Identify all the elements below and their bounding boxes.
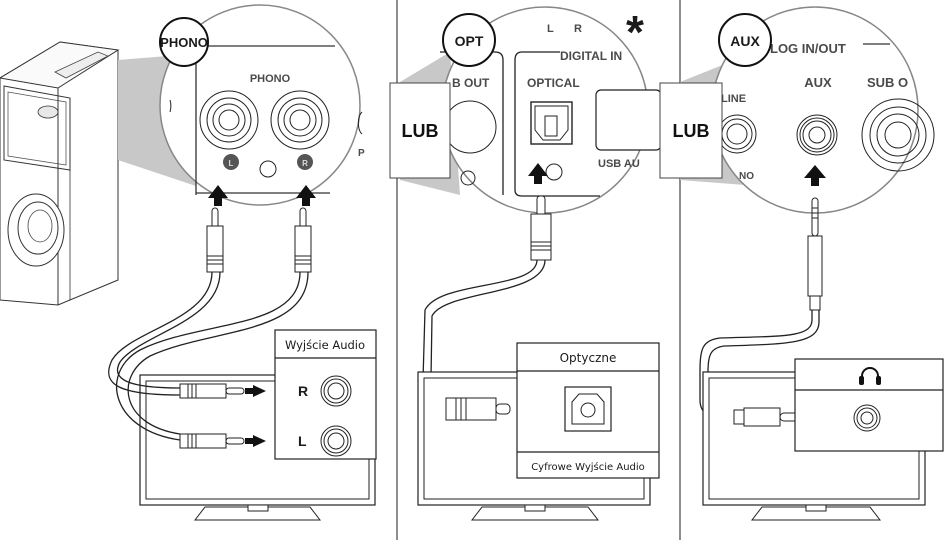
aux-plug <box>807 197 823 311</box>
label-aux: AUX <box>804 75 832 90</box>
label-sub-out: B OUT <box>452 76 490 90</box>
up-arrow-icon <box>528 163 548 184</box>
badge-circle <box>442 13 496 67</box>
optical-output-box: Optyczne Cyfrowe Wyjście Audio <box>516 342 660 479</box>
optical-output-port <box>564 386 612 432</box>
audio-output-box: Wyjście Audio R L <box>274 329 377 460</box>
label-top-r: R <box>574 23 582 35</box>
label-usb-audio: USB AU <box>598 158 640 170</box>
panel-aux: LOG IN/OUT LINE AUX SUB O NO AUX LUB <box>659 6 944 521</box>
jack-label-l: L <box>229 159 234 168</box>
right-arrow-icon <box>245 435 266 447</box>
headphone-output-box <box>794 358 944 452</box>
optical-plug-tv <box>445 397 511 421</box>
rca-output-jack-l <box>320 425 352 457</box>
rca-plug-left <box>206 207 224 273</box>
optical-port <box>530 101 573 145</box>
badge-opt: OPT <box>455 33 484 49</box>
audio-output-title: Wyjście Audio <box>285 338 365 352</box>
rca-jack-left <box>199 90 259 150</box>
badge-circle <box>718 13 772 67</box>
badge-aux: AUX <box>730 33 760 49</box>
badge-phono: PHONO <box>160 35 208 50</box>
optical-output-title: Optyczne <box>560 351 617 365</box>
asterisk-note: * <box>626 6 644 58</box>
label-mono-partial: NO <box>739 171 754 182</box>
rca-jack-right <box>270 90 330 150</box>
panel-phono: PHONO L R P PHONO <box>0 4 377 521</box>
rca-plug-r-tv <box>179 383 245 399</box>
label-analog-in-out: LOG IN/OUT <box>770 41 846 56</box>
label-optical: OPTICAL <box>527 76 580 90</box>
panel-label-phono: PHONO <box>250 73 291 85</box>
up-arrow-icon <box>208 185 228 206</box>
jack-label-r: R <box>302 159 308 168</box>
or-separator-label: LUB <box>673 121 710 141</box>
aux-jack <box>796 114 838 156</box>
right-arrow-icon <box>245 385 266 397</box>
or-separator-label: LUB <box>402 121 439 141</box>
rca-output-jack-r <box>320 375 352 407</box>
badge-circle <box>159 17 209 67</box>
or-separator-box <box>659 82 723 179</box>
optical-output-footer: Cyfrowe Wyjście Audio <box>531 461 645 473</box>
optical-plug <box>530 195 552 261</box>
or-separator-box <box>389 82 451 179</box>
output-label-l: L <box>298 433 307 449</box>
up-arrow-icon <box>296 185 316 206</box>
label-top-l: L <box>547 23 554 35</box>
magnifier-circle <box>159 4 361 206</box>
jack-label-dot-right <box>297 154 313 170</box>
rca-plug-right <box>294 207 312 273</box>
up-arrow-icon <box>804 165 826 186</box>
output-label-r: R <box>298 383 308 399</box>
headphone-output-jack <box>853 404 881 432</box>
label-line: LINE <box>721 93 746 105</box>
headphones-icon <box>859 367 881 385</box>
jack-label-dot-left <box>223 154 239 170</box>
rca-plug-l-tv <box>179 433 245 449</box>
label-sub-out: SUB O <box>867 75 908 90</box>
speaker-illustration <box>0 41 120 306</box>
sub-out-jack <box>861 98 935 172</box>
label-digital-in: DIGITAL IN <box>560 49 622 63</box>
panel-optical: B OUT DIGITAL IN OPTICAL L R USB AU * OP… <box>389 6 662 521</box>
side-label-partial: P <box>358 148 365 159</box>
